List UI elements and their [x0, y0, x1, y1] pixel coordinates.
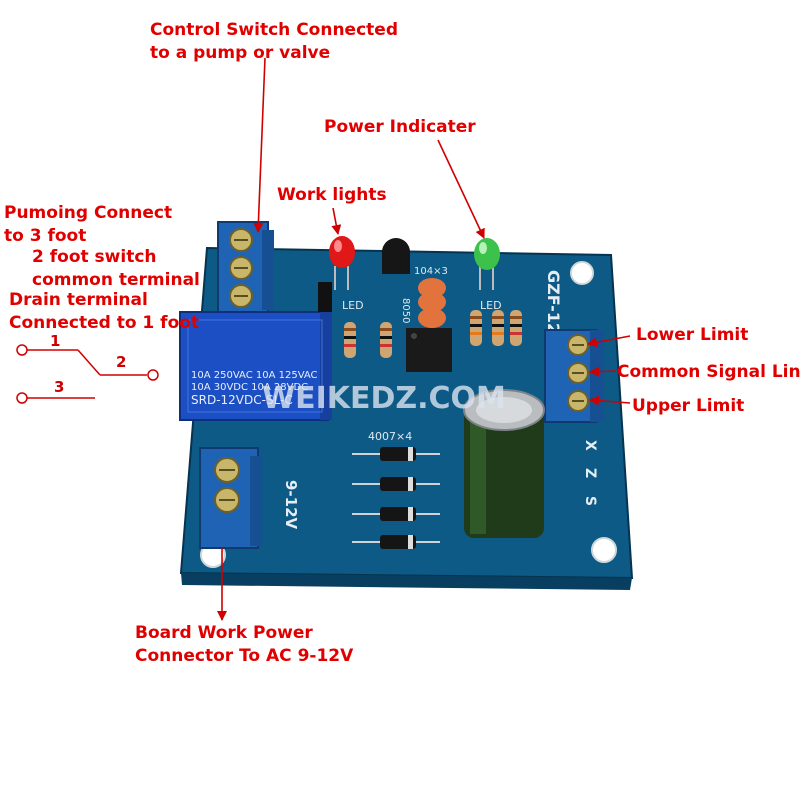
label-work-lights: Work lights: [277, 185, 387, 205]
relay: 10A 250VAC 10A 125VAC 10A 30VDC 10A 28VD…: [179, 311, 332, 421]
relay-terminal-block: [217, 221, 274, 315]
annotation-arrows: [217, 57, 631, 621]
switch-schematic: [16, 344, 159, 404]
led-label-red: LED: [342, 299, 364, 312]
diode-label: 4007×4: [368, 430, 412, 443]
label-upper-limit: Upper Limit: [632, 396, 745, 416]
red-led: [329, 236, 355, 290]
resistors: [344, 310, 522, 358]
side-letter-z: Z: [582, 468, 598, 478]
label-power-indicator: Power Indicater: [324, 117, 476, 137]
green-led: [474, 238, 500, 290]
led-label-green: LED: [480, 299, 502, 312]
side-letter-s: S: [582, 496, 598, 506]
electrolytic-capacitor: [463, 389, 545, 538]
label-common-signal-line: Common Signal Line: [617, 362, 800, 382]
switch-pin-2: 2: [116, 353, 127, 371]
watermark: WEIKEDZ.COM: [262, 381, 506, 416]
side-letter-x: X: [582, 440, 598, 451]
power-terminal-block: [199, 447, 262, 549]
switch-pin-1: 1: [50, 332, 61, 350]
capacitor-label: 104×3: [414, 266, 448, 277]
transistor-label: 8050: [400, 298, 411, 323]
label-common-terminal: 2 foot switch common terminal: [32, 247, 200, 290]
label-lower-limit: Lower Limit: [636, 325, 749, 345]
diode-small: [318, 282, 332, 312]
rectifier-diodes: [352, 447, 440, 549]
switch-pin-3: 3: [54, 378, 65, 396]
label-drain-terminal: Drain terminal Connected to 1 foot: [9, 290, 200, 333]
transistor: [382, 238, 410, 274]
board-model: GZF-12: [544, 270, 563, 334]
label-board-power: Board Work Power Connector To AC 9-12V: [135, 623, 354, 666]
label-control-switch: Control Switch Connected to a pump or va…: [150, 20, 398, 63]
relay-spec-2: 10A 30VDC 10A 28VDC: [191, 382, 308, 393]
board-power-label: 9-12V: [282, 480, 300, 530]
relay-model: SRD-12VDC-SL-C: [191, 393, 293, 407]
label-pumping-connect: Pumoing Connect to 3 foot: [4, 203, 173, 246]
ceramic-capacitors: [418, 278, 446, 328]
signal-terminal-block: [544, 329, 604, 423]
relay-spec-1: 10A 250VAC 10A 125VAC: [191, 370, 318, 381]
